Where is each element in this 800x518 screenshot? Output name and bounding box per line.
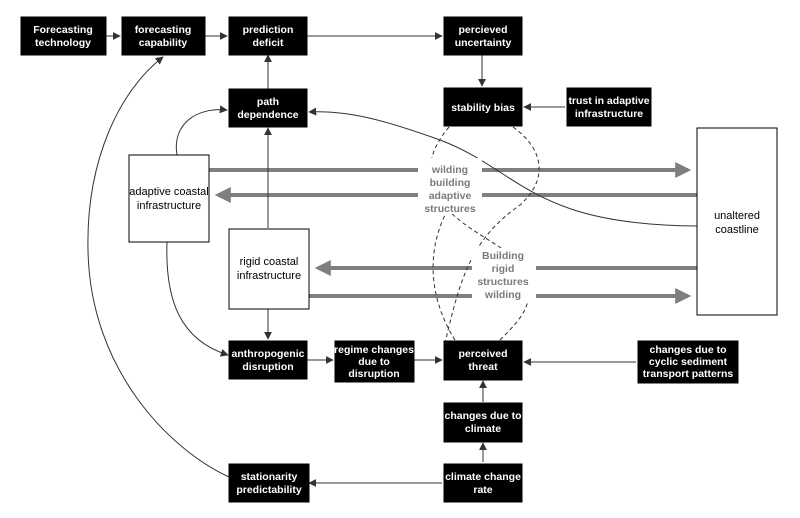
node-label: unaltered bbox=[714, 210, 760, 222]
flow-label-upper-line: building bbox=[430, 177, 471, 189]
node-perceived-threat: perceived threat bbox=[443, 340, 523, 381]
node-label: coastline bbox=[715, 224, 758, 236]
node-forecasting-technology: Forecasting technology bbox=[20, 16, 107, 56]
node-label: stationarity bbox=[241, 471, 298, 483]
node-climate-rate: climate change rate bbox=[443, 463, 523, 503]
node-label: uncertainty bbox=[455, 37, 512, 49]
node-label: climate change bbox=[445, 471, 521, 483]
edge-stationarity-to-capability bbox=[87, 56, 230, 478]
flow-label-upper: wilding building adaptive structures bbox=[418, 158, 482, 215]
node-label: capability bbox=[139, 37, 188, 49]
flow-label-lower: Building rigid structures wilding bbox=[472, 248, 536, 302]
node-regime-changes: regime changes due to disruption bbox=[334, 340, 415, 383]
node-label: adaptive coastal bbox=[129, 186, 209, 198]
node-label: predictability bbox=[236, 484, 302, 496]
edge-adaptive-to-anthropogenic bbox=[166, 241, 229, 357]
node-label: climate bbox=[465, 423, 501, 435]
node-prediction-deficit: prediction deficit bbox=[228, 16, 308, 56]
edge-adaptive-to-path bbox=[175, 105, 228, 156]
node-label: cyclic sediment bbox=[649, 356, 728, 368]
node-trust-adaptive: trust in adaptive infrastructure bbox=[566, 87, 652, 127]
node-label: transport patterns bbox=[643, 368, 734, 380]
node-rigid-coastal: rigid coastal infrastructure bbox=[228, 228, 310, 310]
node-climate-changes: changes due to climate bbox=[443, 402, 523, 443]
node-label: infrastructure bbox=[575, 108, 643, 120]
node-label: forecasting bbox=[135, 24, 192, 36]
node-anthropogenic-disruption: anthropogenic disruption bbox=[228, 340, 308, 380]
node-label: Forecasting bbox=[33, 24, 93, 36]
node-adaptive-coastal: adaptive coastal infrastructure bbox=[128, 154, 210, 243]
node-label: due to bbox=[358, 356, 390, 368]
node-perceived-uncertainty: percieved uncertainty bbox=[443, 16, 523, 56]
node-forecasting-capability: forecasting capability bbox=[121, 16, 206, 56]
flow-label-lower-line: structures bbox=[477, 276, 529, 288]
node-label: threat bbox=[468, 361, 498, 373]
edge-coastline-to-path bbox=[308, 107, 698, 227]
node-path-dependence: path dependence bbox=[228, 88, 308, 128]
flow-label-upper-line: structures bbox=[424, 203, 476, 215]
node-label: technology bbox=[35, 37, 91, 49]
node-unaltered-coastline: unaltered coastline bbox=[696, 127, 778, 316]
node-label: disruption bbox=[242, 361, 293, 373]
node-stationarity: stationarity predictability bbox=[228, 463, 310, 503]
flow-label-upper-line: adaptive bbox=[429, 190, 472, 202]
node-label: changes due to bbox=[649, 344, 726, 356]
node-label: infrastructure bbox=[237, 270, 301, 282]
node-label: dependence bbox=[237, 109, 298, 121]
node-label: infrastructure bbox=[137, 200, 201, 212]
node-label: stability bias bbox=[451, 102, 515, 114]
causal-arrows bbox=[87, 32, 698, 487]
node-label: path bbox=[257, 96, 279, 108]
flow-label-lower-line: rigid bbox=[492, 263, 515, 275]
flow-label-upper-line: wilding bbox=[431, 164, 468, 176]
flow-label-lower-line: wilding bbox=[484, 289, 521, 301]
flow-label-lower-line: Building bbox=[482, 250, 524, 262]
node-label: rate bbox=[473, 484, 492, 496]
node-cyclic-changes: changes due to cyclic sediment transport… bbox=[637, 340, 739, 384]
node-label: percieved bbox=[458, 24, 507, 36]
node-label: anthropogenic bbox=[232, 348, 305, 360]
node-label: perceived bbox=[458, 348, 507, 360]
node-label: trust in adaptive bbox=[568, 95, 649, 107]
node-label: deficit bbox=[253, 37, 284, 49]
node-label: disruption bbox=[348, 368, 399, 380]
node-label: rigid coastal bbox=[240, 256, 299, 268]
node-stability-bias: stability bias bbox=[443, 87, 523, 127]
node-label: prediction bbox=[243, 24, 294, 36]
node-label: changes due to bbox=[444, 410, 521, 422]
node-label: regime changes bbox=[334, 344, 414, 356]
